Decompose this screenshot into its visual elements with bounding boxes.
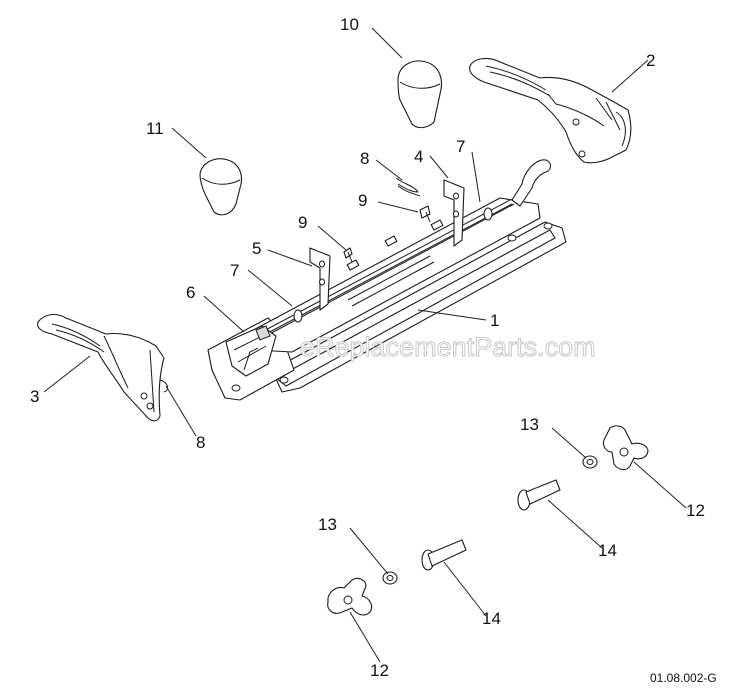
shaft-part [257, 159, 552, 339]
nut-part [582, 455, 598, 469]
screw-part [343, 247, 353, 263]
bracket-part [443, 179, 465, 247]
callout-label: 9 [298, 213, 307, 232]
callout-label: 7 [230, 261, 239, 280]
handle-part [469, 57, 632, 164]
screw-part [419, 205, 431, 223]
callout-label: 10 [340, 15, 359, 34]
star-knob-part [602, 425, 649, 471]
callout-label: 12 [370, 661, 389, 680]
drawing-code: 01.08.002-G [650, 671, 717, 685]
callout-label: 8 [360, 149, 369, 168]
callout-label: 4 [414, 147, 423, 166]
watermark: eReplacementParts.com [300, 332, 596, 362]
bolt-part [517, 479, 561, 511]
callout-label: 2 [646, 51, 655, 70]
knob-part [199, 158, 243, 216]
callout-label: 9 [358, 191, 367, 210]
callout-label: 8 [196, 433, 205, 452]
handle-part [37, 313, 168, 422]
callout-label: 5 [252, 239, 261, 258]
callout-label: 11 [146, 119, 164, 138]
callout-label: 14 [482, 609, 501, 628]
rail-part [207, 221, 567, 401]
callout-label: 7 [456, 137, 465, 156]
callout-label: 13 [318, 515, 337, 534]
callout-label: 3 [30, 387, 39, 406]
bolt-part [421, 539, 467, 571]
callout-label: 13 [520, 415, 539, 434]
star-knob-part [327, 577, 373, 616]
slide-channel [245, 197, 541, 353]
mechanism-part [225, 325, 277, 377]
callouts: 10 2 11 8 4 7 9 9 5 7 6 1 3 8 13 12 14 1… [30, 15, 705, 680]
nut-part [382, 571, 398, 585]
knob-part [397, 60, 443, 129]
callout-label: 1 [490, 311, 499, 330]
leader-lines [43, 27, 687, 663]
clip-pin-part [395, 177, 421, 197]
callout-label: 12 [686, 501, 705, 520]
bracket-part [309, 247, 331, 311]
callout-label: 6 [186, 283, 195, 302]
callout-label: 14 [598, 541, 617, 560]
